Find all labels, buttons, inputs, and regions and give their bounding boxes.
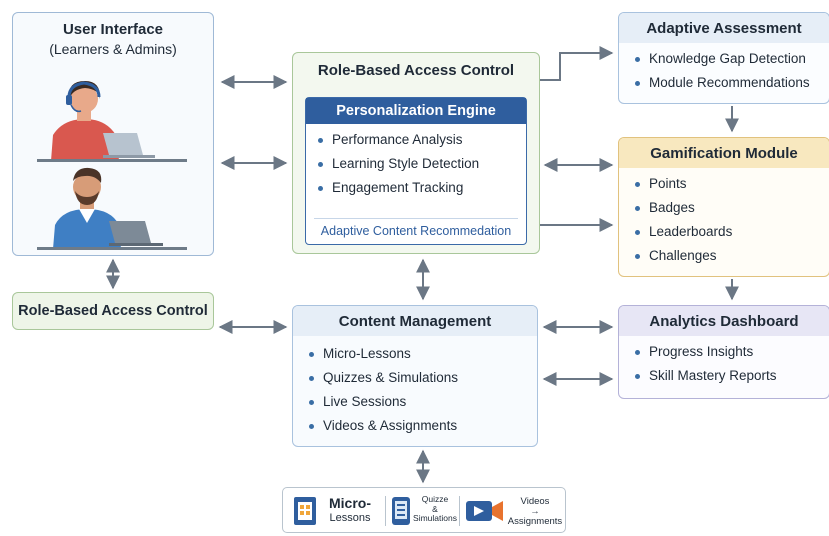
adaptive-assessment-list: Knowledge Gap Detection Module Recommend…: [619, 43, 829, 95]
list-item: Skill Mastery Reports: [635, 364, 829, 388]
adaptive-assessment-panel: Adaptive Assessment Knowledge Gap Detect…: [618, 12, 829, 104]
gamification-panel: Gamification Module Points Badges Leader…: [618, 137, 829, 277]
list-item: Videos & Assignments: [309, 414, 537, 438]
micro-lessons-label-2: Lessons: [329, 512, 371, 524]
list-item: Badges: [635, 196, 829, 220]
list-item: Knowledge Gap Detection: [635, 47, 829, 71]
quiz-label-3: Simulations: [413, 513, 457, 523]
tablet-quiz-icon: [392, 497, 410, 525]
video-camera-icon: [466, 501, 503, 521]
list-item: Performance Analysis: [318, 128, 526, 152]
rbac-secondary-title: Role-Based Access Control: [18, 303, 208, 319]
adaptive-assessment-title: Adaptive Assessment: [619, 13, 829, 43]
list-item: Quizzes & Simulations: [309, 366, 537, 390]
list-item: Points: [635, 172, 829, 196]
list-item: Engagement Tracking: [318, 176, 526, 200]
videos-label-1: Videos: [520, 496, 550, 507]
videos-label-2: →: [530, 506, 540, 517]
analytics-dashboard-panel: Analytics Dashboard Progress Insights Sk…: [618, 305, 829, 399]
user-interface-subtitle: (Learners & Admins): [49, 41, 177, 57]
admin-illustration: [37, 167, 187, 250]
user-interface-title: User Interface: [62, 21, 164, 38]
content-management-list: Micro-Lessons Quizzes & Simulations Live…: [293, 336, 537, 438]
list-item: Micro-Lessons: [309, 342, 537, 366]
rbac-panel: Role-Based Access Control Personalizatio…: [292, 52, 540, 254]
arrow-rbac-assessment: [540, 46, 614, 81]
analytics-dashboard-title: Analytics Dashboard: [619, 306, 829, 336]
gamification-title: Gamification Module: [619, 138, 829, 168]
divider: [385, 496, 386, 526]
user-interface-panel: User Interface (Learners & Admins): [12, 12, 214, 256]
videos-chip: Videos → Assignments: [465, 494, 563, 528]
content-types-strip: Micro- Lessons Quizze & Simulations Vide…: [282, 487, 566, 533]
personalization-engine-panel: Personalization Engine Performance Analy…: [305, 97, 527, 245]
micro-lessons-label-1: Micro-: [329, 495, 371, 511]
personalization-engine-list: Performance Analysis Learning Style Dete…: [306, 124, 526, 200]
quizzes-chip: Quizze & Simulations: [391, 494, 457, 528]
analytics-dashboard-list: Progress Insights Skill Mastery Reports: [619, 336, 829, 388]
quiz-label-2: &: [432, 503, 438, 514]
divider: [459, 496, 460, 526]
personalization-engine-footer: Adaptive Content Recommedation: [314, 218, 518, 238]
list-item: Leaderboards: [635, 220, 829, 244]
list-item: Module Recommendations: [635, 71, 829, 95]
rbac-title: Role-Based Access Control: [317, 62, 515, 79]
list-item: Progress Insights: [635, 340, 829, 364]
content-management-panel: Content Management Micro-Lessons Quizzes…: [292, 305, 538, 447]
quiz-label-1: Quizze: [421, 494, 449, 504]
list-item: Live Sessions: [309, 390, 537, 414]
videos-label-3: Assignments: [507, 516, 563, 527]
personalization-engine-title: Personalization Engine: [306, 98, 526, 124]
content-management-title: Content Management: [293, 306, 537, 336]
rbac-secondary-panel: Role-Based Access Control: [12, 292, 214, 330]
lesson-book-icon: [294, 497, 316, 525]
gamification-list: Points Badges Leaderboards Challenges: [619, 168, 829, 268]
learner-illustration: [37, 81, 187, 162]
micro-lessons-chip: Micro- Lessons: [293, 494, 379, 528]
list-item: Challenges: [635, 244, 829, 268]
list-item: Learning Style Detection: [318, 152, 526, 176]
